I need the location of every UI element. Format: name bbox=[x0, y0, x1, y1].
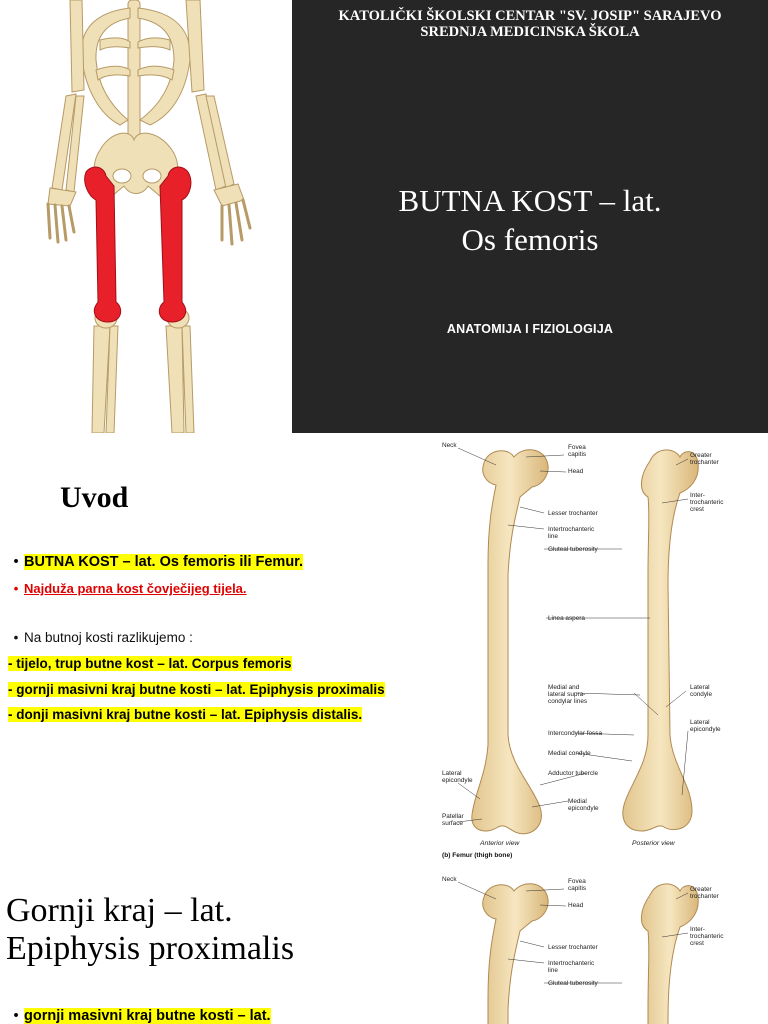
label-fovea: capitis bbox=[568, 885, 586, 892]
label-intertrochanteric-crest: crest bbox=[690, 940, 704, 947]
label-intercondylar-fossa: Intercondylar fossa bbox=[548, 730, 602, 737]
label-lesser-trochanter: Lesser trochanter bbox=[548, 944, 599, 951]
label-patellar-surface: surface bbox=[442, 820, 463, 827]
label-supracondylar-lines: condylar lines bbox=[548, 698, 587, 705]
section-title: Uvod bbox=[60, 481, 129, 514]
label-anterior-view: Anterior view bbox=[479, 840, 520, 847]
label-greater-trochanter: Greater bbox=[690, 886, 713, 893]
label-supracondylar-lines: lateral supra- bbox=[548, 691, 585, 698]
slide-title: Gornji kraj – lat. bbox=[6, 892, 233, 929]
label-fovea: Fovea bbox=[568, 878, 586, 885]
bullet-dot-icon: • bbox=[13, 581, 19, 596]
label-neck: Neck bbox=[442, 876, 457, 883]
label-supracondylar-lines: Medial and bbox=[548, 684, 580, 691]
skeleton-illustration bbox=[0, 0, 292, 433]
bullet-dot-icon: • bbox=[13, 554, 19, 570]
bullet-parts-intro: • Na butnoj kosti razlikujemo : bbox=[8, 630, 193, 645]
femur-anterior bbox=[471, 449, 549, 835]
label-intertrochanteric-line: line bbox=[548, 533, 558, 540]
label-intertrochanteric-crest: Inter- bbox=[690, 926, 705, 933]
bullet-definition: • gornji masivni kraj butne kosti – lat. bbox=[8, 1008, 271, 1024]
femur-anterior bbox=[482, 883, 549, 1024]
label-lesser-trochanter: Lesser trochanter bbox=[548, 510, 599, 517]
school-name: KATOLIČKI ŠKOLSKI CENTAR "SV. JOSIP" SAR… bbox=[338, 8, 722, 24]
label-medial-epicondyle: epicondyle bbox=[568, 805, 599, 812]
bullet-text: BUTNA KOST – lat. Os femoris ili Femur. bbox=[24, 554, 304, 570]
slide-title: BUTNA KOST – lat. bbox=[398, 183, 662, 218]
label-gluteal-tuberosity: Gluteal tuberosity bbox=[548, 980, 599, 987]
label-intertrochanteric-crest: trochanteric bbox=[690, 499, 724, 506]
label-lateral-epicondyle: epicondyle bbox=[690, 726, 721, 733]
label-lateral-epicondyle: Lateral bbox=[690, 719, 710, 726]
slide-title-latin: Epiphysis proximalis bbox=[6, 930, 295, 967]
label-intertrochanteric-crest: trochanteric bbox=[690, 933, 724, 940]
femur-diagram: Neck Fovea capitis Head Greater trochant… bbox=[442, 876, 724, 1024]
label-lateral-epicondyle-left: epicondyle bbox=[442, 777, 473, 784]
bullet-definition: • BUTNA KOST – lat. Os femoris ili Femur. bbox=[8, 554, 304, 570]
label-fovea: capitis bbox=[568, 451, 586, 458]
femur-posterior bbox=[622, 449, 699, 832]
label-fovea: Fovea bbox=[568, 444, 586, 451]
bullet-text: Na butnoj kosti razlikujemo : bbox=[24, 630, 193, 645]
label-intertrochanteric-line: Intertrochanteric bbox=[548, 526, 595, 533]
label-medial-condyle: Medial condyle bbox=[548, 750, 591, 757]
slide-title-latin: Os femoris bbox=[461, 222, 599, 257]
label-posterior-view: Posterior view bbox=[632, 840, 676, 847]
bullet-dot-icon: • bbox=[13, 630, 19, 645]
bullet-text: Najduža parna kost čovječijeg tijela. bbox=[24, 581, 247, 596]
label-neck: Neck bbox=[442, 442, 457, 449]
label-gluteal-tuberosity: Gluteal tuberosity bbox=[548, 546, 599, 553]
proximal-epiphysis-slide: Gornji kraj – lat. Epiphysis proximalis … bbox=[0, 865, 768, 1024]
list-item: - tijelo, trup butne kost – lat. Corpus … bbox=[8, 656, 292, 671]
subject-label: ANATOMIJA I FIZIOLOGIJA bbox=[446, 322, 614, 336]
list-item: - gornji masivni kraj butne kosti – lat.… bbox=[8, 682, 385, 697]
title-panel: KATOLIČKI ŠKOLSKI CENTAR "SV. JOSIP" SAR… bbox=[292, 0, 768, 433]
label-linea-aspera: Linea aspera bbox=[548, 615, 585, 622]
femur-posterior bbox=[641, 883, 699, 1024]
label-greater-trochanter: trochanter bbox=[690, 893, 720, 900]
bullet-text: gornji masivni kraj butne kosti – lat. bbox=[24, 1008, 271, 1024]
label-head: Head bbox=[568, 902, 584, 909]
label-lateral-condyle: condyle bbox=[690, 691, 712, 698]
title-slide: KATOLIČKI ŠKOLSKI CENTAR "SV. JOSIP" SAR… bbox=[0, 0, 768, 433]
label-greater-trochanter: Greater bbox=[690, 452, 713, 459]
femur-diagram: Neck Fovea capitis Head Greater trochant… bbox=[442, 442, 724, 859]
bullet-fact: • Najduža parna kost čovječijeg tijela. bbox=[8, 581, 247, 596]
list-item: - donji masivni kraj butne kosti – lat. … bbox=[8, 707, 363, 722]
label-medial-epicondyle: Medial bbox=[568, 798, 587, 805]
figure-caption: (b) Femur (thigh bone) bbox=[442, 852, 512, 859]
label-patellar-surface: Patellar bbox=[442, 813, 465, 820]
label-greater-trochanter: trochanter bbox=[690, 459, 720, 466]
label-intertrochanteric-crest: Inter- bbox=[690, 492, 705, 499]
label-adductor-tubercle: Adductor tubercle bbox=[548, 770, 599, 777]
school-subname: SREDNJA MEDICINSKA ŠKOLA bbox=[420, 24, 640, 40]
label-lateral-epicondyle-left: Lateral bbox=[442, 770, 462, 777]
label-intertrochanteric-line: line bbox=[548, 967, 558, 974]
label-intertrochanteric-crest: crest bbox=[690, 506, 704, 513]
intro-slide: Uvod • BUTNA KOST – lat. Os femoris ili F… bbox=[0, 433, 768, 865]
label-head: Head bbox=[568, 468, 584, 475]
label-intertrochanteric-line: Intertrochanteric bbox=[548, 960, 595, 967]
bullet-dot-icon: • bbox=[13, 1008, 19, 1024]
label-lateral-condyle: Lateral bbox=[690, 684, 710, 691]
